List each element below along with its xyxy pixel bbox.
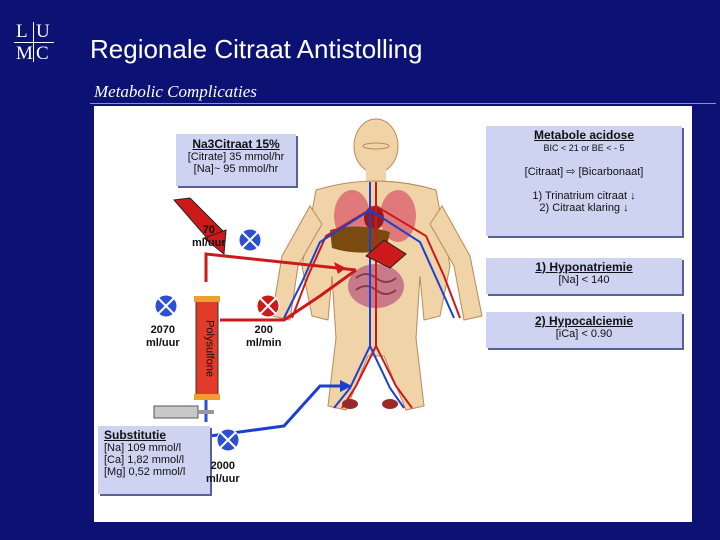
substitutie-line: [Na] 109 mmol/l <box>104 442 182 454</box>
ultrafiltrate-flow-value: 2070 <box>150 324 176 336</box>
hypocalciemie-box: 2) Hypocalciemie [iCa] < 0.90 <box>486 312 682 348</box>
metabole-box-line: 1) Trinatrium citraat ↓ <box>532 190 636 202</box>
substitutie-box: Substitutie [Na] 109 mmol/l [Ca] 1,82 mm… <box>98 426 210 494</box>
citrate-box: Na3Citraat 15% [Citrate] 35 mmol/hr [Na]… <box>176 134 296 186</box>
substitution-flow-unit: ml/uur <box>206 473 240 485</box>
ultrafiltrate-flow-label: 2070 ml/uur <box>146 324 180 350</box>
pump-icon <box>216 428 240 452</box>
substitutie-line: [Mg] 0,52 mmol/l <box>104 466 186 478</box>
citrate-box-title: Na3Citraat 15% <box>192 137 280 151</box>
substitutie-title: Substitutie <box>104 428 166 442</box>
human-body-icon <box>271 118 483 411</box>
citrate-flow-label: 70 ml/uur <box>192 224 226 250</box>
circuit-diagram <box>153 118 483 452</box>
blood-flow-value: 200 <box>254 324 273 336</box>
metabole-box-line: BIC < 21 or BE < - 5 <box>543 143 625 153</box>
logo-letter: M <box>16 43 33 64</box>
page-title: Regionale Citraat Antistolling <box>90 34 423 64</box>
blood-flow-unit: ml/min <box>246 337 282 349</box>
metabole-acidose-box: Metabole acidose BIC < 21 or BE < - 5 [C… <box>486 126 682 236</box>
pump-icon <box>256 294 280 318</box>
citrate-box-line: [Citrate] 35 mmol/hr <box>187 151 285 163</box>
hypocalciemie-line: [iCa] < 0.90 <box>555 328 613 340</box>
substitution-flow-label: 2000 ml/uur <box>206 460 240 486</box>
citrate-box-line: [Na]~ 95 mmol/hr <box>193 163 279 175</box>
page-subtitle: Metabolic Complicaties <box>94 82 257 101</box>
substitutie-line: [Ca] 1,82 mmol/l <box>104 454 185 466</box>
filter-label: Polysulfone <box>203 320 216 377</box>
metabole-box-title: Metabole acidose <box>533 128 635 142</box>
logo-letter: L <box>16 21 28 42</box>
diagram-panel: Na3Citraat 15% [Citrate] 35 mmol/hr [Na]… <box>94 106 692 522</box>
arrow-icon <box>173 197 227 255</box>
subtitle-divider <box>90 103 716 104</box>
metabole-box-line: 2) Citraat klaring ↓ <box>539 202 629 214</box>
arrow-icon <box>365 239 407 269</box>
lumc-logo: L U M C <box>14 22 60 68</box>
pump-icon <box>154 294 178 318</box>
citrate-flow-value: 70 <box>202 224 215 236</box>
logo-letter: U <box>36 21 50 42</box>
pump-icon <box>238 228 262 252</box>
hypocalciemie-title: 2) Hypocalciemie <box>534 314 634 328</box>
citrate-flow-unit: ml/uur <box>192 237 226 249</box>
hyponatriemie-title: 1) Hyponatriemie <box>535 260 633 274</box>
blood-flow-label: 200 ml/min <box>246 324 281 350</box>
hyponatriemie-line: [Na] < 140 <box>558 274 610 286</box>
hyponatriemie-box: 1) Hyponatriemie [Na] < 140 <box>486 258 682 294</box>
logo-letter: C <box>36 43 49 64</box>
substitution-flow-value: 2000 <box>210 460 236 472</box>
metabole-box-line: [Citraat] ⇨ [Bicarbonaat] <box>524 166 644 178</box>
filter-cartridge-icon <box>194 296 220 400</box>
syringe-icon <box>153 405 214 419</box>
ultrafiltrate-flow-unit: ml/uur <box>146 337 180 349</box>
